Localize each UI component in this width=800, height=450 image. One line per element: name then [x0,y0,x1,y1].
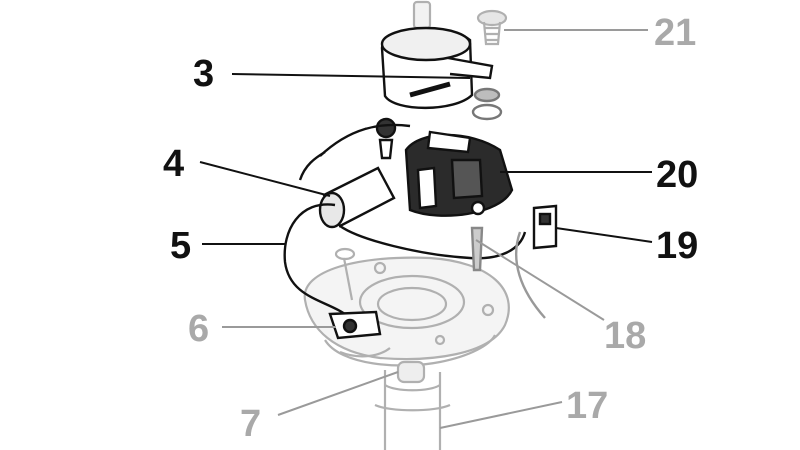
leader-line-18 [475,239,605,321]
callout-18: 18 [604,315,646,357]
leader-line-7 [277,371,399,416]
leader-line-17 [439,401,563,429]
callout-3: 3 [193,53,214,95]
callout-17: 17 [566,385,608,427]
callout-20: 20 [656,154,698,196]
callout-6: 6 [188,308,209,350]
leader-line-4 [199,161,331,197]
callout-labels: 3 4 5 6 7 17 18 19 20 21 [163,12,698,445]
callout-21: 21 [654,12,696,54]
leader-line-19 [555,227,653,243]
contact-breaker-drawing [375,117,514,217]
callout-4: 4 [163,143,184,185]
callout-5: 5 [170,225,191,267]
callout-19: 19 [656,225,698,267]
condenser-drawing [283,123,558,340]
leader-line-3 [231,73,471,79]
rotor-cap-drawing [380,26,503,121]
callout-7: 7 [240,403,261,445]
